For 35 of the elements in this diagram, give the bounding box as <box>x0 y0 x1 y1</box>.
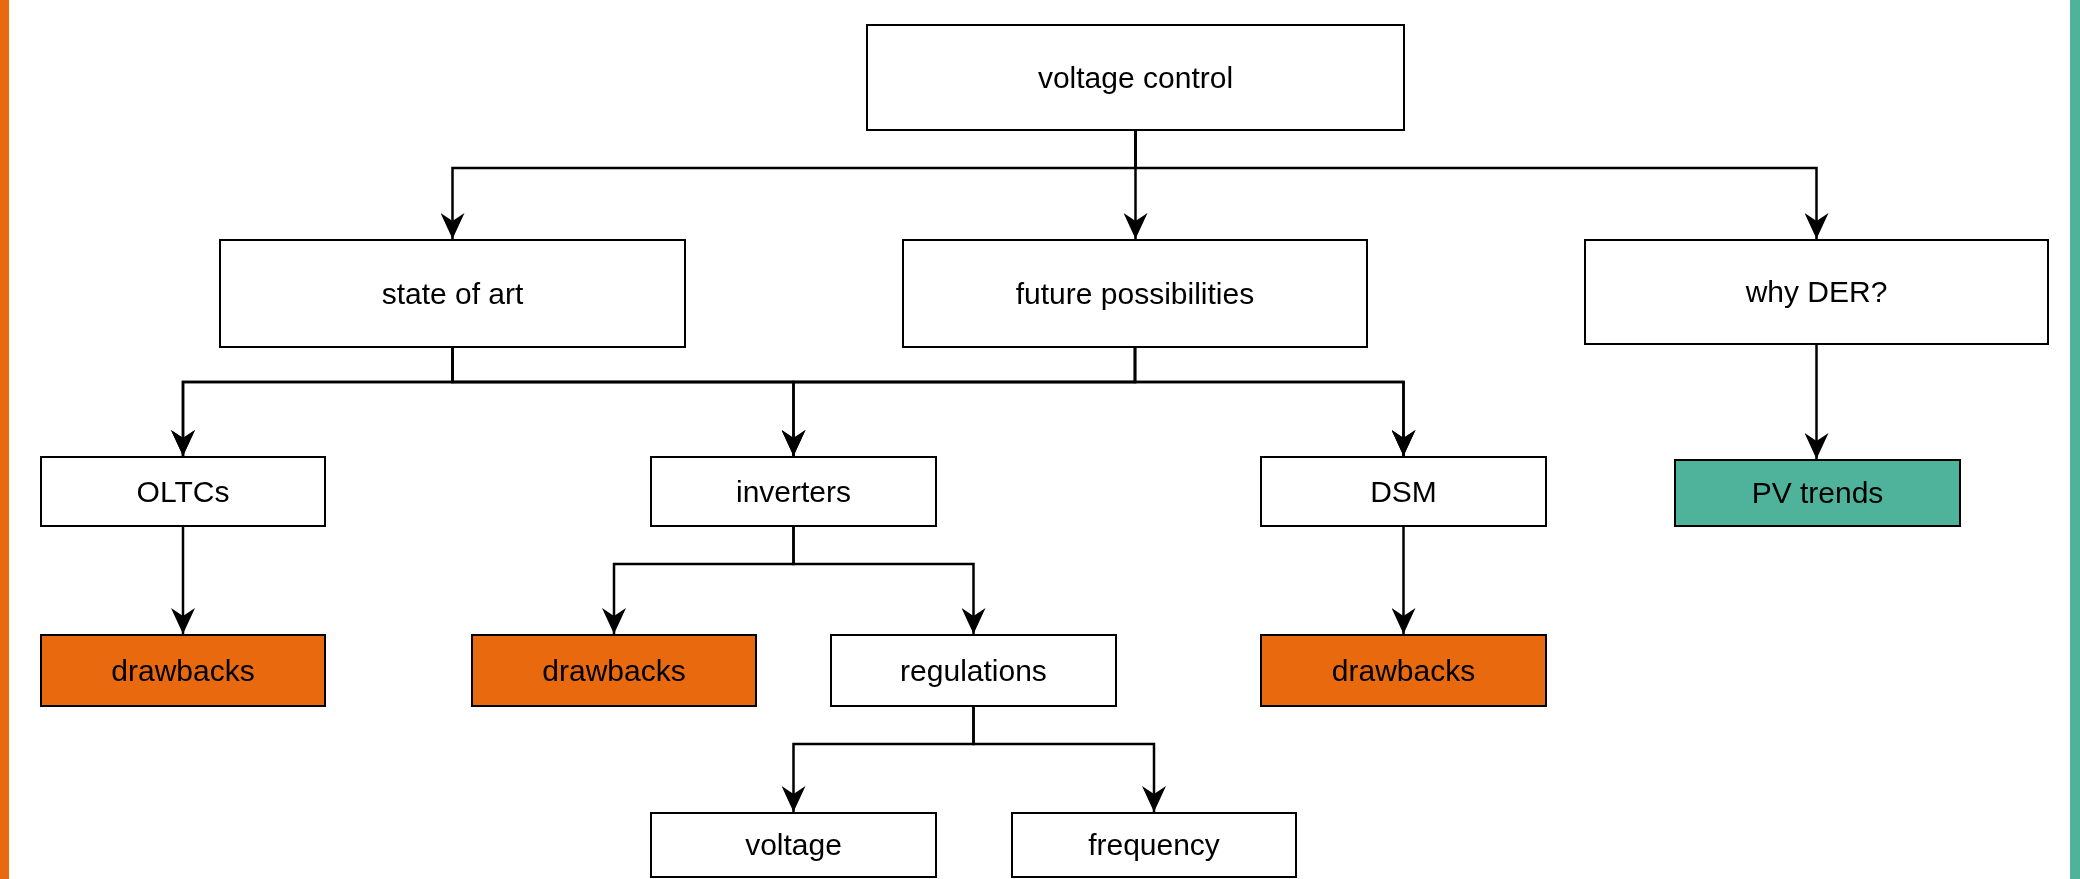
box <box>1260 456 1547 527</box>
node-label: future possibilities <box>1015 276 1255 311</box>
box <box>1011 812 1297 878</box>
arrow <box>1134 131 1829 239</box>
node-label: regulations <box>900 653 1047 688</box>
box <box>830 634 1117 707</box>
box <box>1260 634 1547 707</box>
node-label: OLTCs <box>136 474 230 509</box>
node-label: PV trends <box>1751 476 1884 510</box>
arrow <box>792 527 986 634</box>
arrow <box>1133 348 1416 456</box>
box <box>650 456 937 527</box>
node-label: voltage control <box>1037 60 1234 95</box>
arrow <box>171 527 195 634</box>
node-label: voltage <box>745 828 842 862</box>
node-label: inverters <box>735 474 851 509</box>
box <box>471 634 757 707</box>
arrow <box>972 707 1166 812</box>
arrow <box>1391 527 1416 634</box>
box <box>866 24 1405 131</box>
node-label: drawbacks <box>111 653 255 688</box>
box <box>219 239 686 348</box>
box <box>1584 239 2049 345</box>
arrow <box>1804 345 1829 459</box>
node-label: drawbacks <box>1331 653 1476 688</box>
box <box>902 239 1368 348</box>
node-label: why DER? <box>1745 275 1888 309</box>
node-label: DSM <box>1370 474 1437 509</box>
box <box>40 634 326 707</box>
node-label: state of art <box>381 276 524 311</box>
box <box>1674 459 1961 527</box>
box <box>40 456 326 527</box>
node-label: frequency <box>1088 828 1220 862</box>
node-label: drawbacks <box>542 653 686 688</box>
box <box>650 812 937 878</box>
